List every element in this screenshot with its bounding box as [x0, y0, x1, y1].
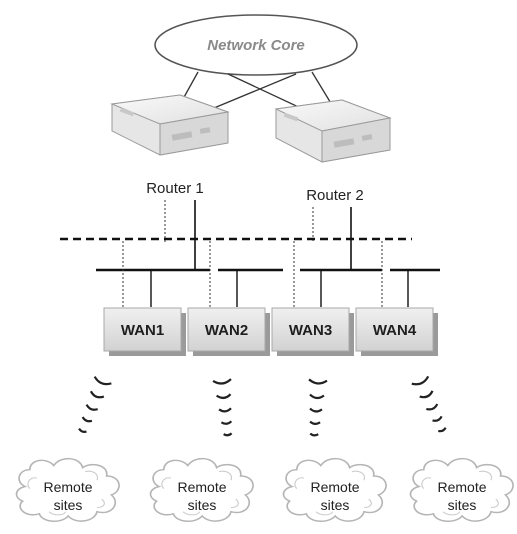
router-1-links [164, 200, 196, 270]
remote-sites-2-line2: sites [188, 497, 217, 513]
wireless-waves-2 [211, 377, 238, 438]
wan-solid-links [150, 270, 409, 307]
remote-sites-4-line2: sites [448, 497, 477, 513]
wan-4-label: WAN4 [373, 322, 417, 339]
wan-switch-4: WAN4 [355, 307, 438, 356]
wan-2-label: WAN2 [205, 322, 248, 339]
wireless-waves-4 [410, 375, 452, 436]
network-core-label: Network Core [207, 37, 305, 54]
router-2 [274, 99, 392, 163]
remote-sites-cloud-1: Remote sites [15, 457, 120, 523]
remote-sites-1-line1: Remote [43, 479, 92, 495]
remote-sites-2-line1: Remote [177, 479, 226, 495]
router-1 [110, 94, 230, 156]
router-2-label: Router 2 [306, 187, 364, 204]
router-1-label: Router 1 [146, 180, 204, 197]
wireless-waves-3 [304, 378, 329, 438]
remote-sites-cloud-3: Remote sites [282, 457, 387, 523]
wan-3-label: WAN3 [289, 322, 332, 339]
wan-switch-2: WAN2 [187, 307, 270, 356]
network-core: Network Core [154, 14, 358, 76]
remote-sites-3-line2: sites [321, 497, 350, 513]
wan-switch-1: WAN1 [103, 307, 186, 356]
remote-sites-cloud-2: Remote sites [149, 457, 254, 523]
router-2-links [312, 207, 352, 270]
wan-1-label: WAN1 [121, 322, 164, 339]
remote-sites-1-line2: sites [54, 497, 83, 513]
wan-switch-3: WAN3 [271, 307, 354, 356]
remote-sites-3-line1: Remote [310, 479, 359, 495]
wan-dotted-links [122, 241, 383, 307]
remote-sites-4-line1: Remote [437, 479, 486, 495]
wireless-waves-1 [72, 375, 113, 436]
remote-sites-cloud-4: Remote sites [409, 457, 514, 523]
